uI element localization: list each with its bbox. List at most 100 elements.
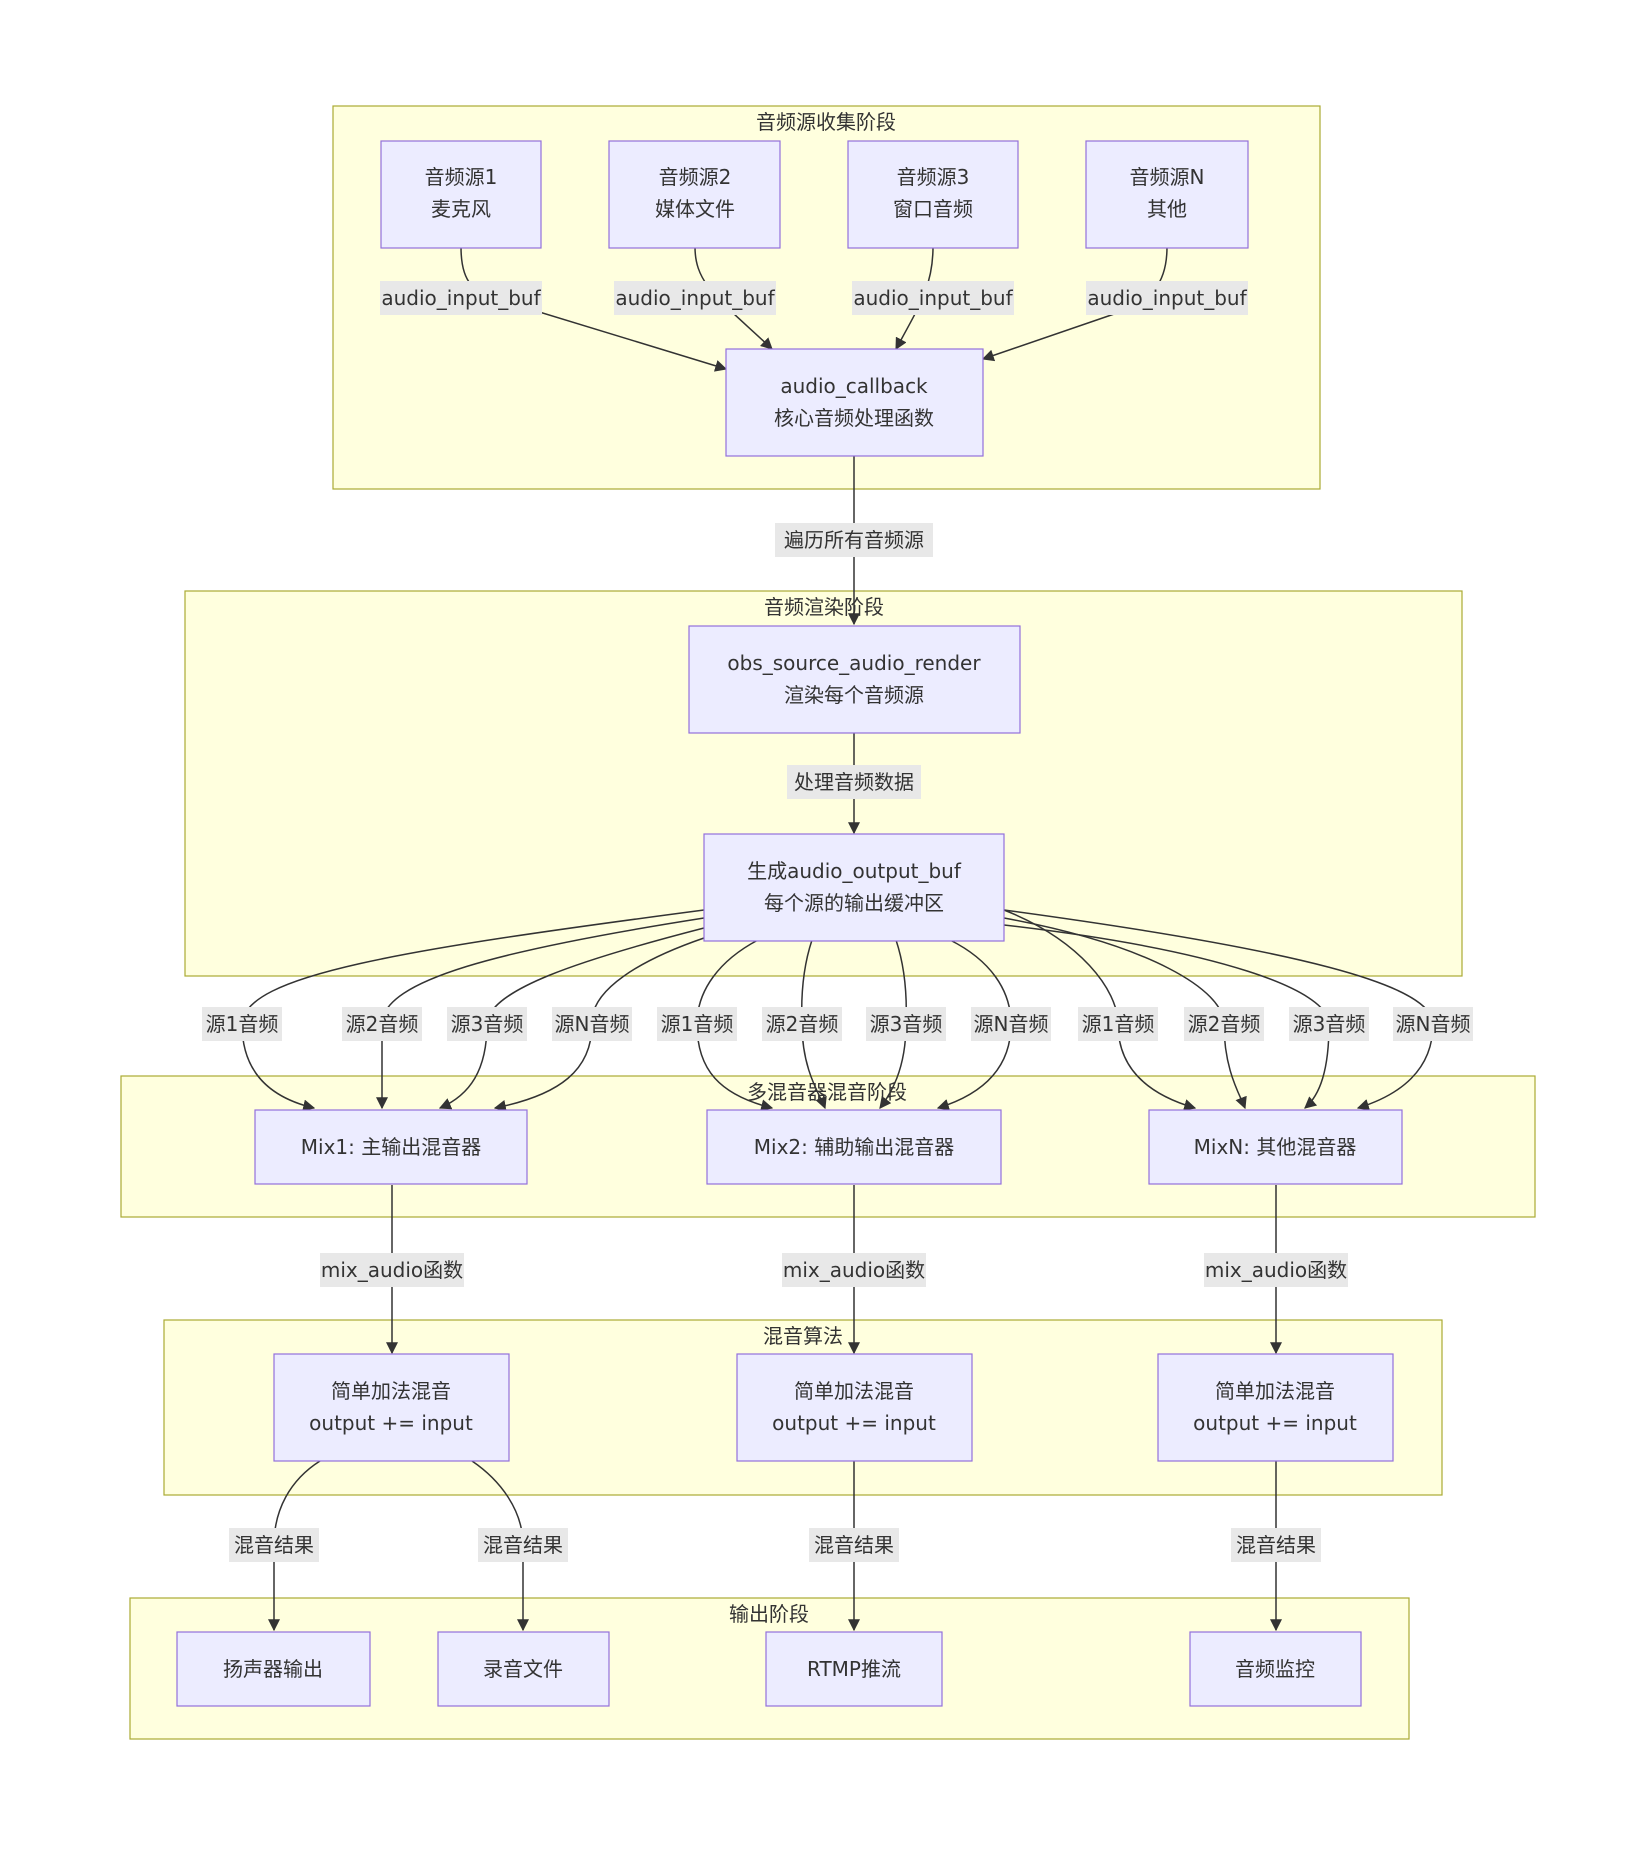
edge-label: audio_input_buf — [380, 281, 542, 315]
edge-label: 源1音频 — [1078, 1007, 1158, 1041]
svg-text:源3音频: 源3音频 — [1293, 1012, 1366, 1036]
svg-text:源3音频: 源3音频 — [451, 1012, 524, 1036]
edge-label: 遍历所有音频源 — [775, 523, 933, 557]
svg-text:混音结果: 混音结果 — [483, 1533, 563, 1557]
svg-text:处理音频数据: 处理音频数据 — [794, 770, 914, 794]
node-mix2[interactable]: Mix2: 辅助输出混音器 — [706, 1109, 1002, 1185]
node-algo-1[interactable]: 简单加法混音 output += input — [273, 1353, 510, 1462]
cluster-render-title: 音频渲染阶段 — [764, 595, 884, 619]
svg-text:源1音频: 源1音频 — [1082, 1012, 1155, 1036]
edge-label: 源1音频 — [202, 1007, 282, 1041]
edge-label: 源3音频 — [866, 1007, 946, 1041]
edge-labels: audio_input_buf audio_input_buf audio_in… — [202, 281, 1473, 1562]
node-mix1-label: Mix1: 主输出混音器 — [301, 1135, 481, 1159]
svg-text:源1音频: 源1音频 — [661, 1012, 734, 1036]
cluster-output-title: 输出阶段 — [729, 1602, 809, 1626]
node-source-n-line1: 音频源N — [1130, 165, 1205, 189]
node-source-3[interactable]: 音频源3 窗口音频 — [847, 140, 1019, 249]
svg-text:源2音频: 源2音频 — [1188, 1012, 1261, 1036]
edge-outbuf-mix1-src1 — [241, 909, 705, 1112]
edge-label: audio_input_buf — [614, 281, 776, 315]
edge-label: 源N音频 — [1393, 1007, 1473, 1041]
edge-label: 源2音频 — [342, 1007, 422, 1041]
node-algo-3-line2: output += input — [1193, 1411, 1357, 1435]
node-mix1[interactable]: Mix1: 主输出混音器 — [254, 1109, 528, 1185]
node-algo-3-line1: 简单加法混音 — [1215, 1379, 1335, 1403]
node-audio-callback-line2: 核心音频处理函数 — [774, 406, 934, 430]
svg-text:源1音频: 源1音频 — [206, 1012, 279, 1036]
node-algo-2[interactable]: 简单加法混音 output += input — [736, 1353, 973, 1462]
node-audio-monitor[interactable]: 音频监控 — [1189, 1631, 1362, 1707]
node-source-n[interactable]: 音频源N 其他 — [1085, 140, 1249, 249]
edge-label: 源N音频 — [971, 1007, 1051, 1041]
node-algo-1-line2: output += input — [309, 1411, 473, 1435]
svg-text:audio_input_buf: audio_input_buf — [853, 286, 1013, 310]
node-audio-callback-line1: audio_callback — [780, 374, 928, 398]
node-source-n-line2: 其他 — [1147, 197, 1187, 221]
svg-text:源2音频: 源2音频 — [766, 1012, 839, 1036]
node-speaker-output-label: 扬声器输出 — [223, 1657, 323, 1681]
node-rtmp-stream[interactable]: RTMP推流 — [765, 1631, 943, 1707]
node-audio-output-buf-line2: 每个源的输出缓冲区 — [764, 891, 944, 915]
node-algo-3[interactable]: 简单加法混音 output += input — [1157, 1353, 1394, 1462]
edge-label: 混音结果 — [229, 1528, 319, 1562]
node-source-audio-render-line1: obs_source_audio_render — [727, 651, 981, 675]
edge-label: 混音结果 — [478, 1528, 568, 1562]
edge-label: audio_input_buf — [1086, 281, 1248, 315]
edge-label: 源3音频 — [447, 1007, 527, 1041]
node-algo-2-line1: 简单加法混音 — [794, 1379, 914, 1403]
node-source-2[interactable]: 音频源2 媒体文件 — [608, 140, 781, 249]
edge-label: 源2音频 — [762, 1007, 842, 1041]
node-audio-output-buf-line1: 生成audio_output_buf — [747, 859, 962, 883]
edge-label: 源2音频 — [1184, 1007, 1264, 1041]
node-audio-callback[interactable]: audio_callback 核心音频处理函数 — [725, 348, 984, 457]
svg-text:mix_audio函数: mix_audio函数 — [783, 1258, 925, 1282]
svg-text:源N音频: 源N音频 — [555, 1012, 630, 1036]
svg-text:混音结果: 混音结果 — [1236, 1533, 1316, 1557]
node-mix2-label: Mix2: 辅助输出混音器 — [754, 1135, 954, 1159]
svg-text:mix_audio函数: mix_audio函数 — [1205, 1258, 1347, 1282]
node-source-3-line1: 音频源3 — [897, 165, 970, 189]
cluster-algo-title: 混音算法 — [763, 1324, 843, 1348]
svg-text:遍历所有音频源: 遍历所有音频源 — [784, 528, 924, 552]
svg-text:audio_input_buf: audio_input_buf — [615, 286, 775, 310]
edge-outbuf-mixN-src3 — [1003, 924, 1330, 1109]
node-algo-1-line1: 简单加法混音 — [331, 1379, 451, 1403]
node-mixn[interactable]: MixN: 其他混音器 — [1148, 1109, 1403, 1185]
edge-label: 源N音频 — [552, 1007, 632, 1041]
node-mixn-label: MixN: 其他混音器 — [1194, 1135, 1357, 1159]
svg-text:混音结果: 混音结果 — [814, 1533, 894, 1557]
edge-label: 混音结果 — [1231, 1528, 1321, 1562]
node-record-file[interactable]: 录音文件 — [437, 1631, 610, 1707]
svg-text:混音结果: 混音结果 — [234, 1533, 314, 1557]
node-record-file-label: 录音文件 — [483, 1657, 563, 1681]
svg-text:源2音频: 源2音频 — [346, 1012, 419, 1036]
node-source-1-line2: 麦克风 — [431, 197, 491, 221]
node-source-3-line2: 窗口音频 — [893, 197, 973, 221]
edge-label: mix_audio函数 — [1204, 1253, 1348, 1287]
edge-label: 混音结果 — [809, 1528, 899, 1562]
node-speaker-output[interactable]: 扬声器输出 — [176, 1631, 371, 1707]
edge-label: 源3音频 — [1289, 1007, 1369, 1041]
node-rtmp-stream-label: RTMP推流 — [807, 1657, 901, 1681]
cluster-mix-title: 多混音器混音阶段 — [747, 1080, 907, 1104]
node-source-2-line2: 媒体文件 — [655, 197, 735, 221]
node-source-1[interactable]: 音频源1 麦克风 — [380, 140, 542, 249]
edge-label: 处理音频数据 — [787, 765, 921, 799]
edge-label: mix_audio函数 — [782, 1253, 926, 1287]
node-audio-output-buf[interactable]: 生成audio_output_buf 每个源的输出缓冲区 — [703, 833, 1005, 942]
svg-text:源N音频: 源N音频 — [1396, 1012, 1471, 1036]
svg-text:audio_input_buf: audio_input_buf — [381, 286, 541, 310]
node-source-1-line1: 音频源1 — [425, 165, 498, 189]
node-algo-2-line2: output += input — [772, 1411, 936, 1435]
svg-text:mix_audio函数: mix_audio函数 — [321, 1258, 463, 1282]
node-audio-monitor-label: 音频监控 — [1235, 1657, 1315, 1681]
node-source-audio-render-line2: 渲染每个音频源 — [784, 683, 924, 707]
edge-label: mix_audio函数 — [320, 1253, 464, 1287]
edge-outbuf-mixN-src4 — [1003, 909, 1434, 1111]
svg-text:源3音频: 源3音频 — [870, 1012, 943, 1036]
cluster-collect-title: 音频源收集阶段 — [756, 110, 896, 134]
node-source-audio-render[interactable]: obs_source_audio_render 渲染每个音频源 — [688, 625, 1021, 734]
svg-text:audio_input_buf: audio_input_buf — [1087, 286, 1247, 310]
